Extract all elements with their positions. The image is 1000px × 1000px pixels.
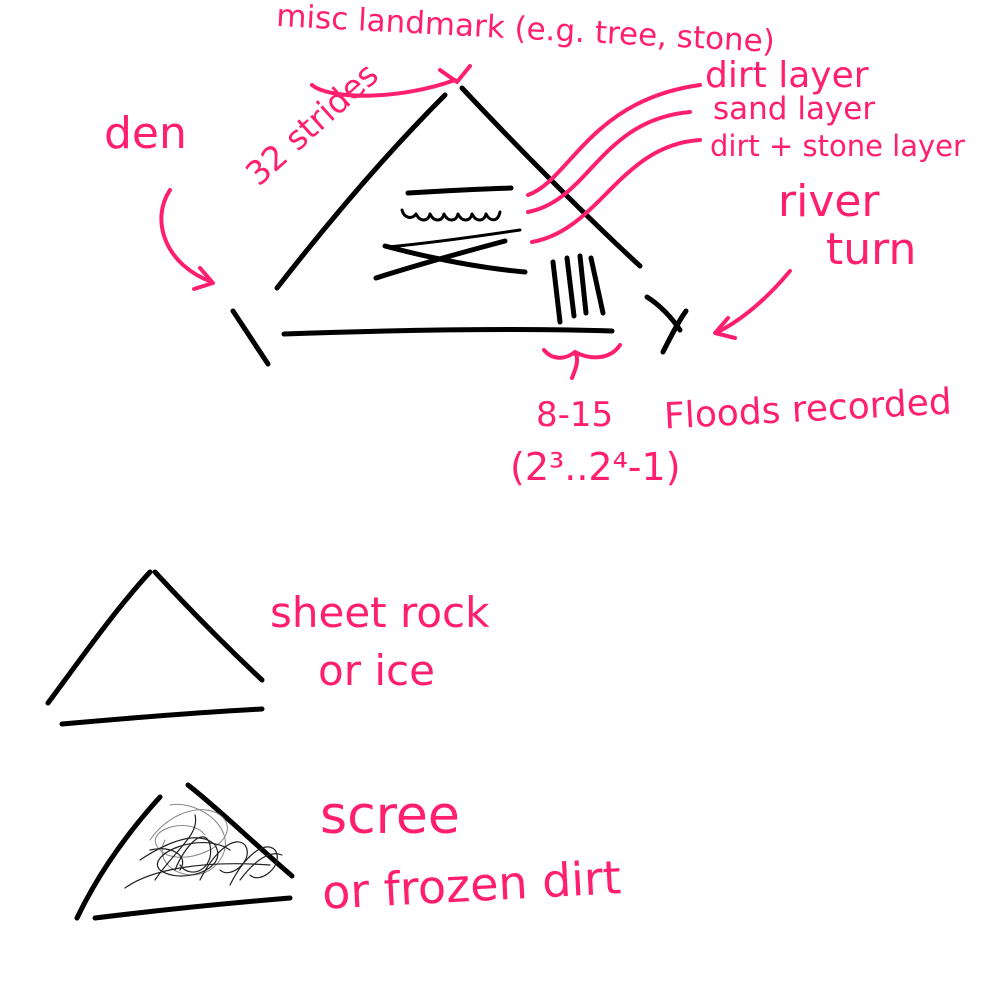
dirt-stone-cross-line-b: [373, 238, 508, 281]
floods-count-label: 8-15: [536, 395, 614, 435]
dirt-layer-line: [405, 185, 514, 196]
sand-layer-label: sand layer: [713, 91, 876, 127]
strata-leader-lines: [526, 83, 702, 244]
dirt-stone-layer-label: dirt + stone layer: [710, 129, 965, 163]
sand-layer-scallops: [386, 208, 522, 249]
main-triangle-base: [281, 327, 615, 337]
river-arrow: [713, 269, 792, 340]
floods-range-label: (2³..2⁴-1): [510, 445, 681, 489]
sheet-rock-label-line2: or ice: [318, 646, 435, 695]
river-label-line2: turn: [826, 224, 917, 275]
main-triangle: [230, 85, 643, 367]
den-arrow: [159, 188, 215, 291]
river-label-line1: river: [778, 176, 880, 227]
flood-tally-marks: [550, 253, 606, 325]
den-label: den: [104, 108, 187, 159]
sheet-rock-label-line1: sheet rock: [270, 588, 490, 637]
river-turn-mark: [644, 294, 689, 355]
sheet-rock-triangle: [45, 569, 265, 727]
main-triangle-right-side: [459, 85, 643, 269]
floods-brace: [542, 343, 622, 380]
dirt-layer-label: dirt layer: [705, 55, 869, 96]
main-triangle-left-side: [274, 92, 448, 291]
scree-label-line1: scree: [320, 786, 460, 846]
scree-scribble-fill: [124, 803, 283, 889]
scree-triangle: [74, 782, 295, 921]
landmark-arrow: [310, 64, 472, 98]
layer-strata: [373, 185, 528, 281]
den-entrance-line: [230, 308, 271, 367]
dirt-stone-cross-line-a: [382, 243, 528, 275]
